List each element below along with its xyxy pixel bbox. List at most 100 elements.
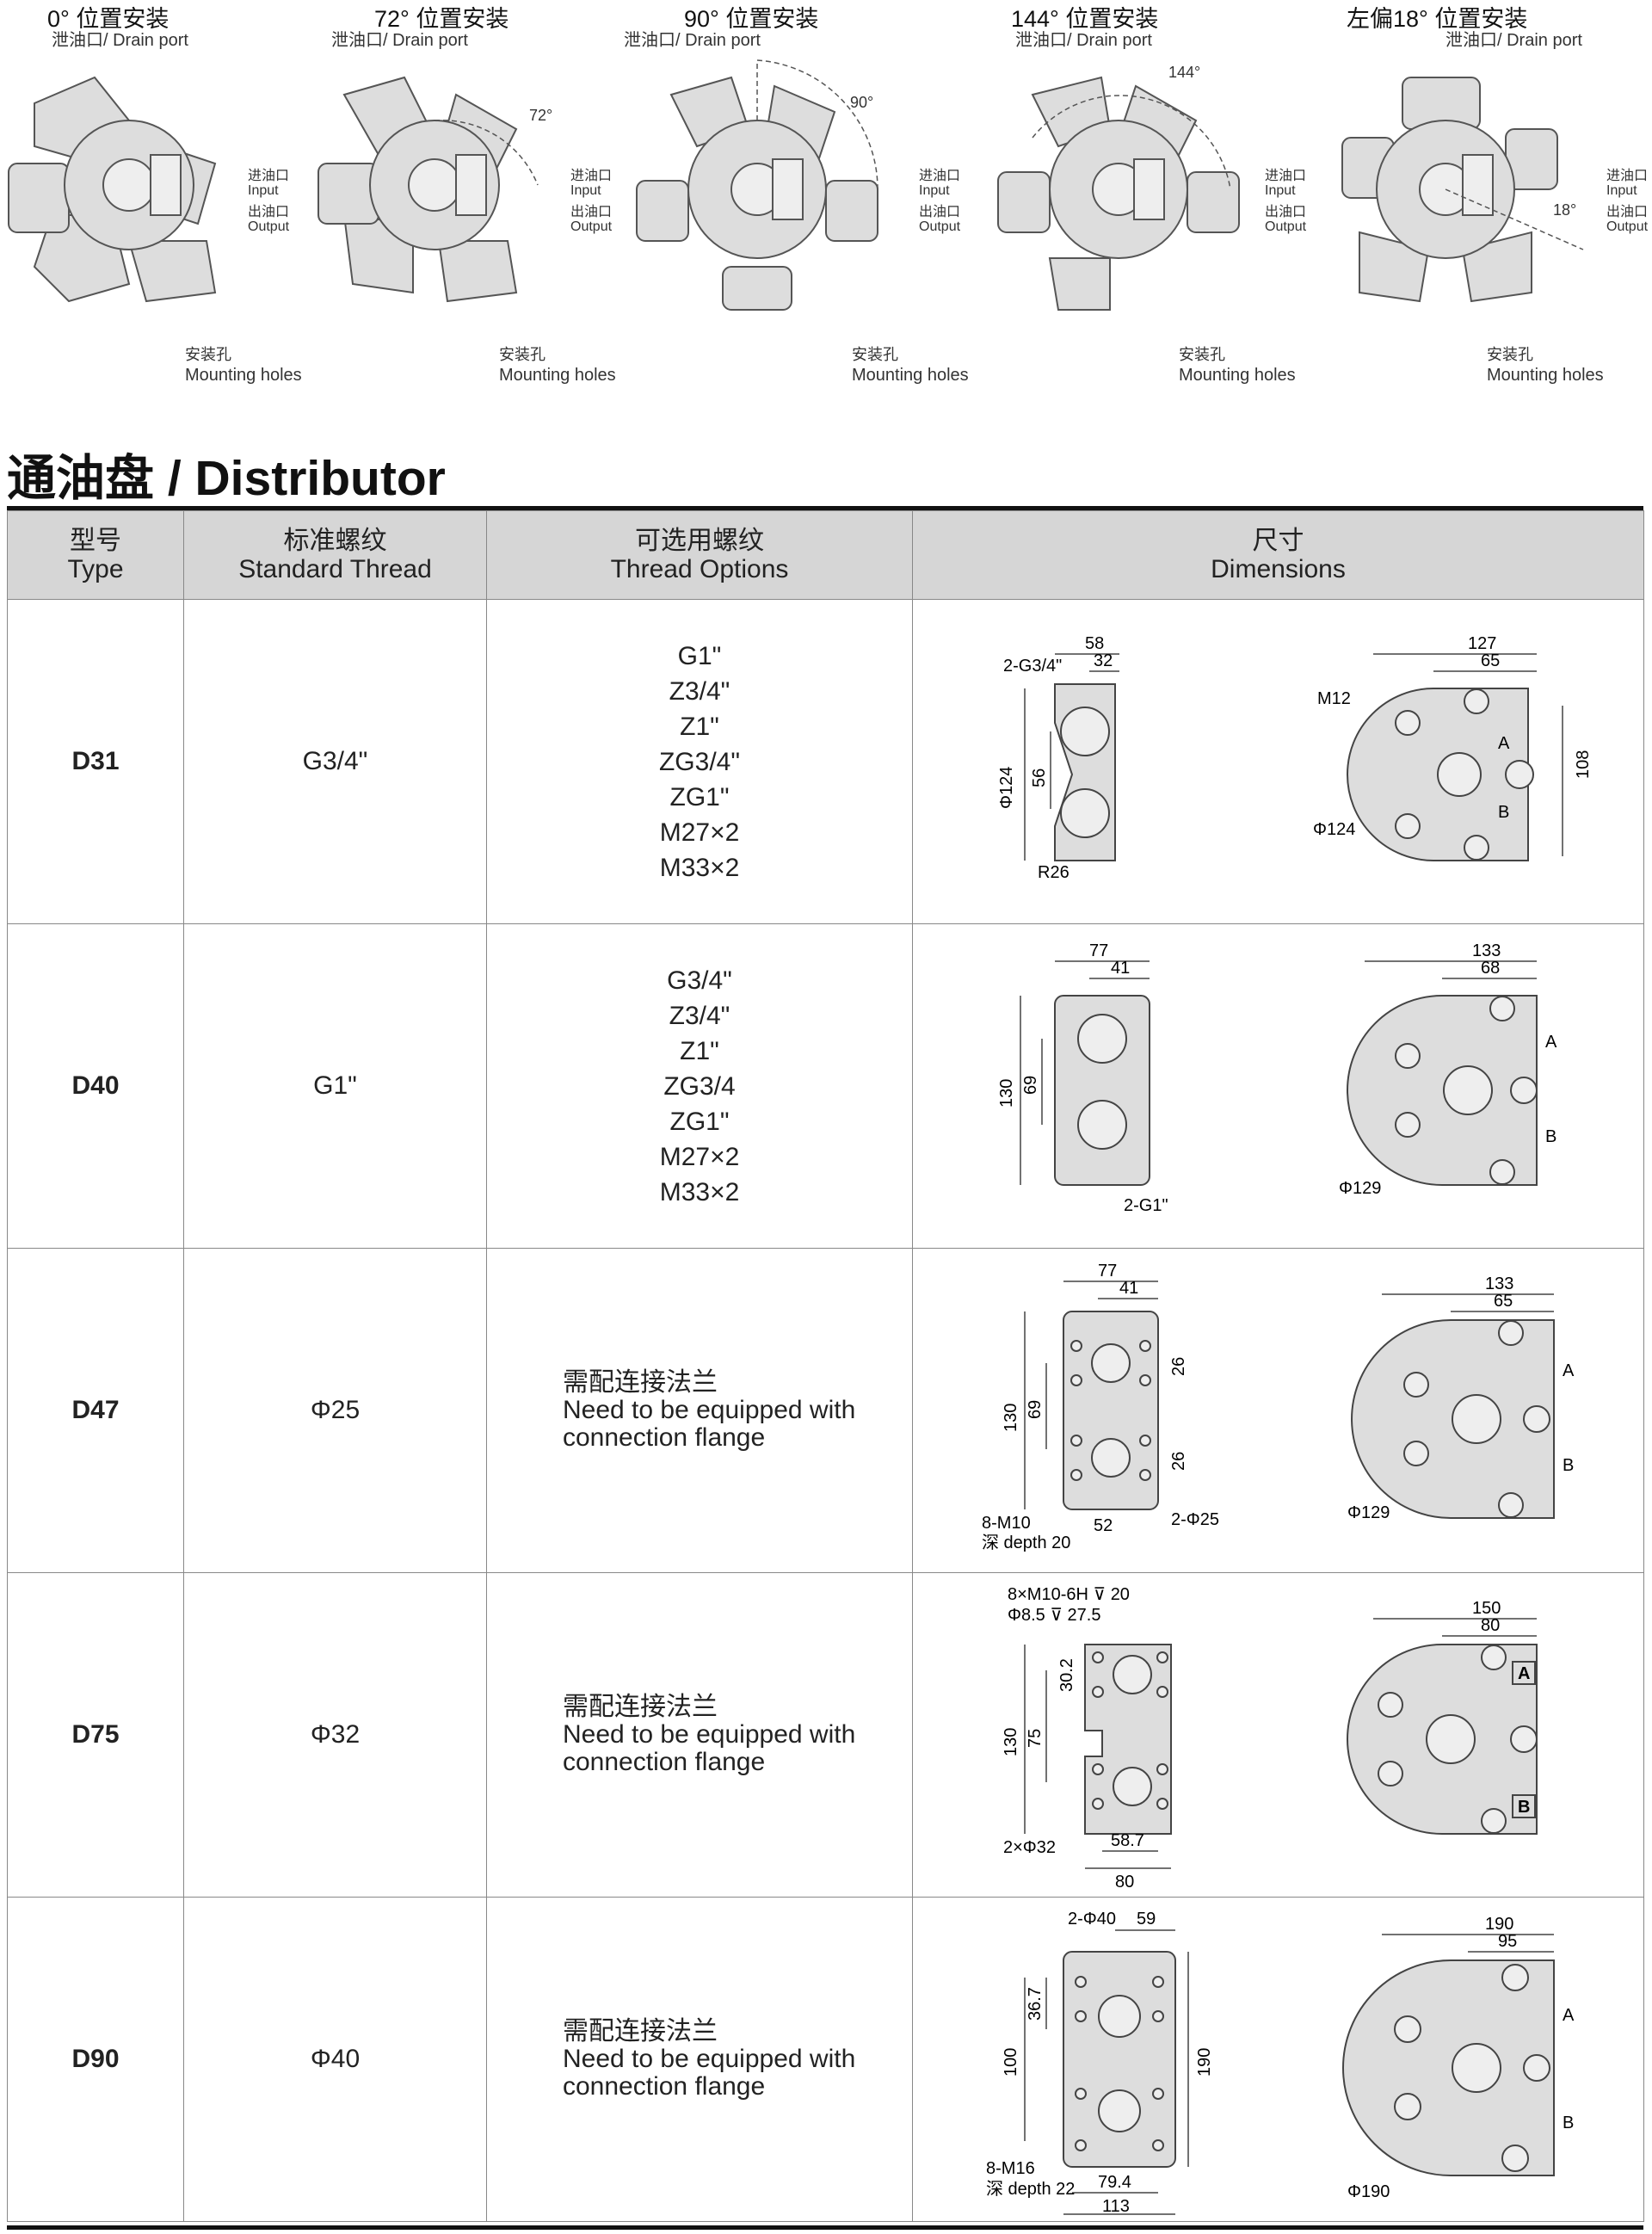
dim-label: 80 — [1115, 1873, 1134, 1891]
dim-label: 深 depth 22 — [986, 2179, 1075, 2199]
port-b-label: B — [1563, 2114, 1574, 2132]
bottom-rule — [7, 2225, 1643, 2230]
dim-label: 113 — [1102, 2197, 1130, 2216]
port-b-label: B — [1498, 803, 1509, 822]
dim-label: 深 depth 20 — [982, 1533, 1070, 1552]
dim-label: Φ129 — [1339, 1179, 1381, 1198]
mounting-view-title: 72° 位置安装 — [374, 6, 509, 32]
mounting-view-title: 90° 位置安装 — [684, 6, 819, 32]
angle-label: 72° — [529, 107, 552, 124]
standard-thread-cell: Φ40 — [183, 1897, 487, 2222]
dim-label: 69 — [1026, 1400, 1045, 1419]
drain-port-label: 泄油口/ Drain port — [1015, 31, 1152, 50]
dim-label: 8-M10 — [982, 1514, 1031, 1533]
dim-label: 8×M10-6H ⊽ 20 — [1008, 1585, 1130, 1604]
standard-thread-cell: G1" — [183, 923, 487, 1249]
dim-label: 65 — [1481, 651, 1500, 670]
motor-drawing-0 — [8, 76, 217, 303]
mounting-holes-cn: 安装孔 — [1487, 346, 1533, 363]
dim-label: 59 — [1137, 1910, 1156, 1929]
standard-thread-cell: Φ25 — [183, 1248, 487, 1573]
dimension-drawing-d75: 8×M10-6H ⊽ 20 Φ8.5 ⊽ 27.5 130 75 30.2 2×… — [1002, 1585, 1538, 1891]
dim-label: 2-Φ40 — [1068, 1910, 1116, 1929]
drain-port-label: 泄油口/ Drain port — [1446, 31, 1582, 50]
mounting-view-title: 144° 位置安装 — [1011, 6, 1159, 32]
dim-label: Φ124 — [1313, 820, 1355, 839]
dim-label: 26 — [1169, 1452, 1188, 1471]
dim-label: 58.7 — [1111, 1831, 1144, 1850]
mounting-holes-cn: 安装孔 — [1179, 346, 1225, 363]
dimensions-cell: 2-Φ40 59 36.7 100 190 8-M16 深 depth 22 7… — [912, 1897, 1644, 2222]
mounting-holes-cn: 安装孔 — [185, 346, 231, 363]
standard-thread-cell: G3/4" — [183, 599, 487, 924]
title-rule — [7, 506, 1643, 510]
angle-label: 18° — [1553, 201, 1576, 219]
type-cell: D90 — [7, 1897, 184, 2222]
type-cell: D47 — [7, 1248, 184, 1573]
dim-label: 69 — [1021, 1076, 1040, 1095]
dim-label: 32 — [1094, 651, 1113, 670]
dim-label: Φ190 — [1347, 2182, 1390, 2201]
dim-label: 190 — [1195, 2048, 1214, 2077]
mounting-holes-cn: 安装孔 — [499, 346, 546, 363]
dim-label: 190 — [1485, 1915, 1513, 1934]
dimensions-cell: 8×M10-6H ⊽ 20 Φ8.5 ⊽ 27.5 130 75 30.2 2×… — [912, 1572, 1644, 1898]
dim-label: 2-Φ25 — [1171, 1510, 1219, 1529]
angle-label: 144° — [1168, 64, 1200, 81]
dimension-drawing-d90: 2-Φ40 59 36.7 100 190 8-M16 深 depth 22 7… — [986, 1910, 1575, 2216]
dim-label: 79.4 — [1098, 2173, 1131, 2192]
dim-label: 75 — [1026, 1729, 1045, 1748]
mounting-holes-en: Mounting holes — [499, 366, 616, 385]
dim-label: 65 — [1494, 1292, 1513, 1311]
dim-label: 100 — [1002, 2048, 1020, 2077]
dim-label: 127 — [1468, 634, 1496, 653]
port-a-label: A — [1498, 734, 1510, 753]
motor-drawing-18: 18° — [1341, 77, 1584, 303]
mounting-holes-en: Mounting holes — [185, 366, 302, 385]
dim-label: 2-G1" — [1124, 1196, 1168, 1215]
angle-label: 90° — [850, 94, 873, 111]
drain-port-label: 泄油口/ Drain port — [52, 31, 188, 50]
drain-port-label: 泄油口/ Drain port — [331, 31, 468, 50]
mounting-holes-cn: 安装孔 — [852, 346, 898, 363]
port-a-label: A — [1563, 2006, 1575, 2025]
port-b-label: B — [1518, 1798, 1530, 1817]
dim-label: 130 — [1002, 1728, 1020, 1756]
dim-label: 2-G3/4" — [1003, 657, 1062, 676]
dim-label: 36.7 — [1026, 1987, 1045, 2021]
dim-label: M12 — [1317, 689, 1351, 708]
port-a-label: A — [1563, 1361, 1575, 1380]
dim-label: 56 — [1030, 768, 1049, 787]
port-a-label: A — [1518, 1664, 1530, 1683]
dimension-drawing-d40: 77 41 130 69 2-G1" 133 68 Φ129 A B — [997, 941, 1557, 1215]
dim-label: 26 — [1169, 1357, 1188, 1376]
dim-label: 130 — [1002, 1404, 1020, 1432]
dim-label: 52 — [1094, 1516, 1113, 1535]
dimensions-cell: 77 41 130 69 2-G1" 133 68 Φ129 A B — [912, 923, 1644, 1249]
